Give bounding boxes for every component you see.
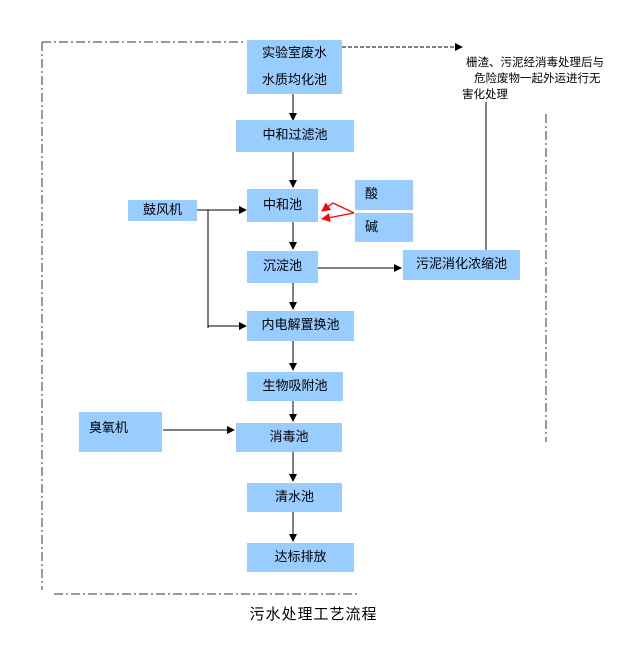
- label-sludge-thickener: 污泥消化浓缩池: [415, 257, 507, 272]
- label-electrolysis-tank: 内电解置换池: [261, 318, 340, 333]
- label-alkali: 碱: [365, 219, 379, 235]
- box-bio-adsorption-tank: 生物吸附池: [247, 372, 343, 401]
- box-sludge-thickener: 污泥消化浓缩池: [403, 250, 520, 280]
- label-sedimentation-tank: 沉淀池: [262, 259, 302, 274]
- box-sedimentation-tank: 沉淀池: [247, 251, 318, 283]
- box-neutralization-tank: 中和池: [247, 189, 318, 222]
- red-arrow-dosing: [321, 202, 355, 214]
- label-clear-water-tank: 清水池: [274, 489, 314, 505]
- box-lab-wastewater: 实验室废水: [247, 40, 342, 68]
- red-arrow-dosing-2: [321, 212, 355, 222]
- note-line-1: 栅渣、污泥经消毒处理后与: [466, 55, 604, 69]
- box-ozone-generator: 臭氧机: [79, 412, 162, 452]
- disposal-note: 栅渣、污泥经消毒处理后与 危险废物一起外运进行无 害化处理: [458, 54, 616, 102]
- diagram-caption: 污水处理工艺流程: [249, 605, 378, 623]
- label-acid: 酸: [365, 187, 379, 202]
- box-disinfection-tank: 消毒池: [236, 423, 342, 452]
- note-line-3: 害化处理: [462, 87, 508, 101]
- label-bio-adsorption-tank: 生物吸附池: [262, 378, 328, 394]
- box-neutralization-filter: 中和过滤池: [236, 120, 354, 152]
- box-clear-water-tank: 清水池: [247, 483, 342, 512]
- box-discharge: 达标排放: [247, 543, 354, 572]
- label-equalization-tank: 水质均化池: [261, 73, 327, 88]
- label-neutralization-tank: 中和池: [262, 197, 302, 213]
- box-electrolysis-tank: 内电解置换池: [247, 311, 354, 341]
- box-alkali: 碱: [355, 213, 413, 242]
- box-equalization-tank: 水质均化池: [247, 68, 342, 94]
- label-discharge: 达标排放: [274, 549, 327, 565]
- box-acid: 酸: [355, 180, 413, 210]
- dashed-boundary: [41, 41, 547, 595]
- note-line-2: 危险废物一起外运进行无: [474, 71, 601, 85]
- label-ozone-generator: 臭氧机: [89, 421, 129, 436]
- label-blower: 鼓风机: [142, 202, 182, 218]
- label-lab-wastewater: 实验室废水: [261, 46, 327, 61]
- label-neutralization-filter: 中和过滤池: [262, 128, 328, 143]
- label-disinfection-tank: 消毒池: [269, 429, 309, 445]
- box-blower: 鼓风机: [128, 200, 197, 221]
